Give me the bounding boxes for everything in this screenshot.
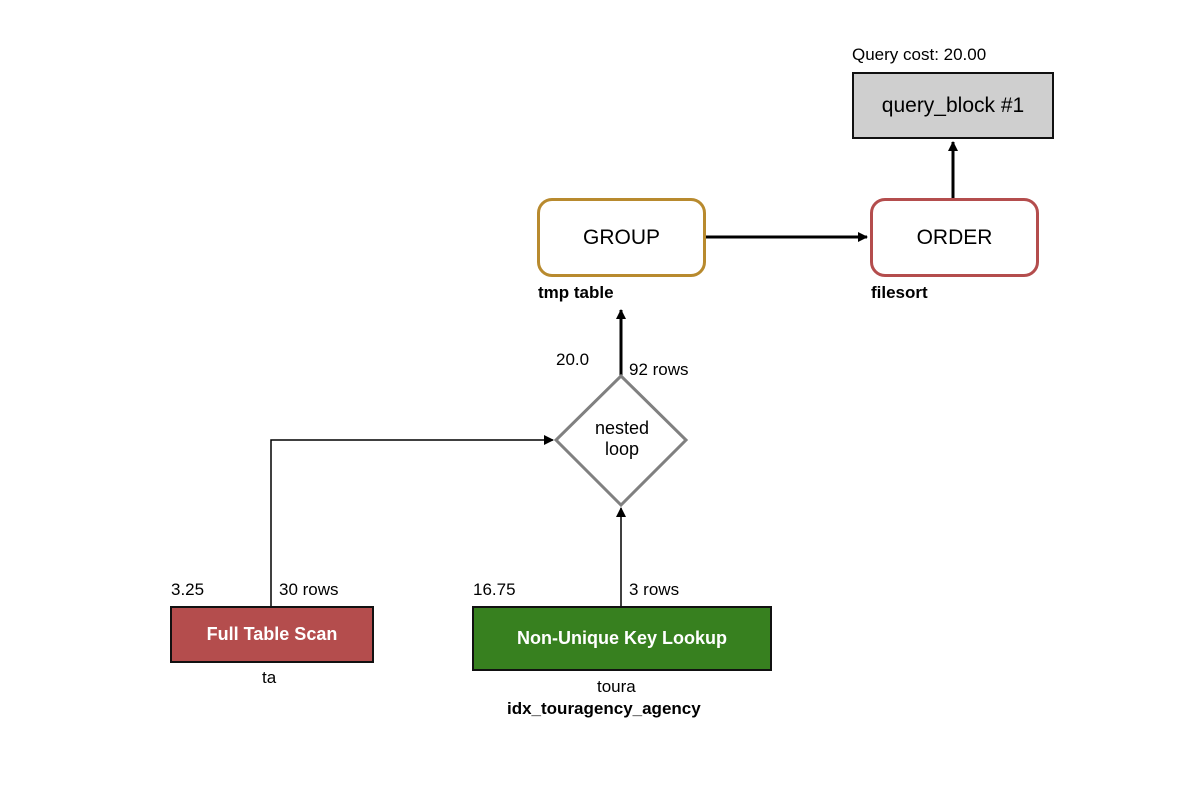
order-node-sublabel: filesort [871,283,928,302]
nested-loop-label: nested loop [572,418,672,460]
full-scan-rows: 30 rows [279,580,339,599]
key-lookup-index-name: idx_touragency_agency [507,699,701,718]
full-table-scan-node[interactable]: Full Table Scan [170,606,374,663]
nested-loop-diamond[interactable] [553,373,689,508]
non-unique-key-lookup-label: Non-Unique Key Lookup [517,628,727,648]
order-node[interactable]: ORDER [870,198,1039,277]
full-scan-table-name: ta [262,668,277,687]
order-node-label: ORDER [916,225,993,249]
query-cost-label: Query cost: 20.00 [852,45,987,64]
nested-loop-label-line2: loop [604,439,640,459]
key-lookup-cost: 16.75 [473,580,516,599]
edge-full-scan-to-nested-loop [270,435,554,606]
query-block-title: query_block #1 [881,93,1025,117]
group-node[interactable]: GROUP [537,198,706,277]
query-block-node[interactable]: query_block #1 [852,72,1054,139]
nested-loop-rows: 92 rows [629,360,689,379]
group-node-label: GROUP [582,225,660,249]
full-scan-cost: 3.25 [171,580,205,599]
nested-loop-label-line1: nested [594,418,650,438]
non-unique-key-lookup-node[interactable]: Non-Unique Key Lookup [472,606,772,671]
nested-loop-cost: 20.0 [556,350,590,369]
key-lookup-rows: 3 rows [629,580,680,599]
key-lookup-table-name: toura [597,677,636,696]
full-table-scan-label: Full Table Scan [206,624,338,644]
group-node-sublabel: tmp table [538,283,614,302]
